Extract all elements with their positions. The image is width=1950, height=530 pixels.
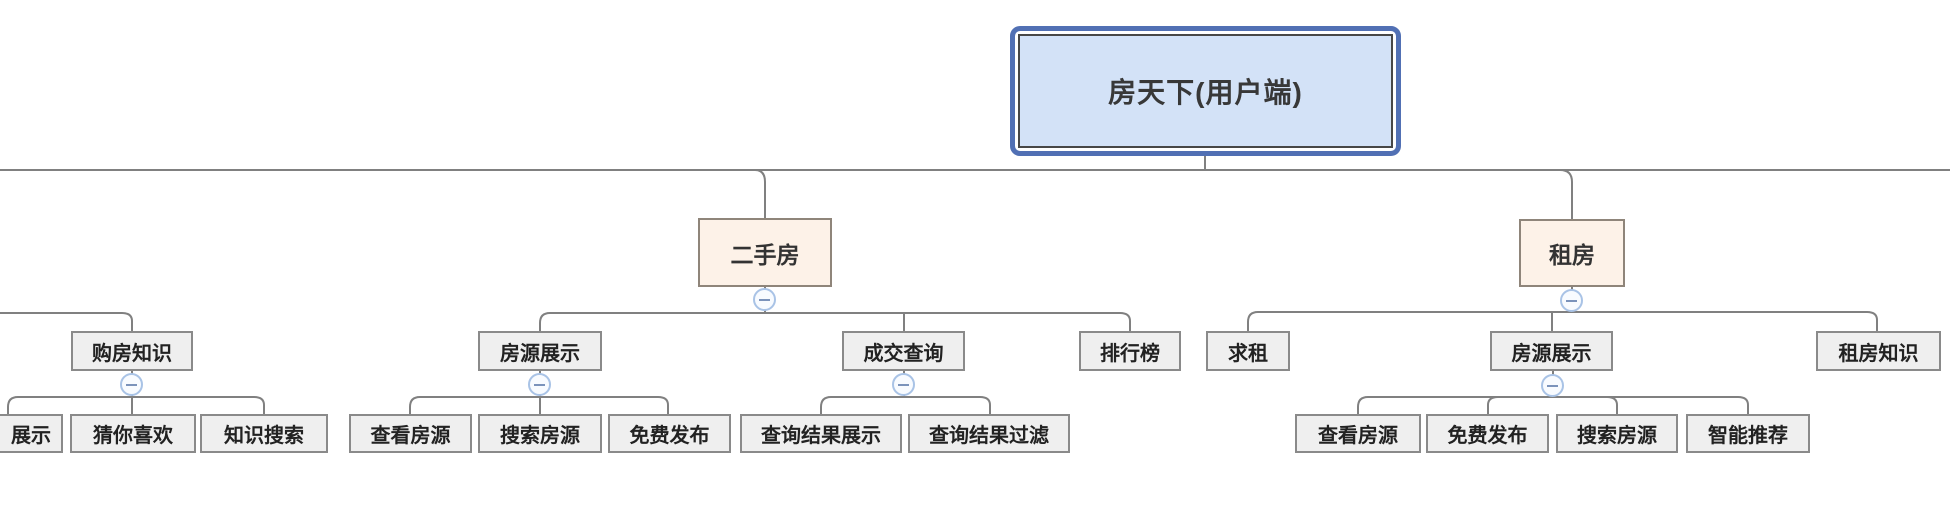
minus-icon xyxy=(759,298,770,301)
topic-rent-free-post[interactable]: 免费发布 xyxy=(1426,414,1549,453)
minus-icon xyxy=(898,383,909,386)
topic-deal-query[interactable]: 成交查询 xyxy=(842,331,965,371)
topic-knowledge-search[interactable]: 知识搜索 xyxy=(200,414,328,453)
topic-knowledge-display-cut[interactable]: 展示 xyxy=(0,414,63,453)
minus-icon xyxy=(126,383,137,386)
topic-root[interactable]: 房天下(用户端) xyxy=(1010,26,1401,156)
topic-guess-you-like[interactable]: 猜你喜欢 xyxy=(70,414,196,453)
minus-icon xyxy=(534,383,545,386)
collapse-minus-badge-secondhand-listing[interactable] xyxy=(528,373,551,396)
topic-query-result-display[interactable]: 查询结果展示 xyxy=(740,414,902,453)
topic-secondhand-search-listing[interactable]: 搜索房源 xyxy=(478,414,602,453)
topic-secondhand-view-listing[interactable]: 查看房源 xyxy=(349,414,472,453)
topic-secondhand-listing-display[interactable]: 房源展示 xyxy=(478,331,602,371)
topic-rent-knowledge[interactable]: 租房知识 xyxy=(1816,331,1941,371)
collapse-minus-badge-rent[interactable] xyxy=(1560,289,1583,312)
topic-rent-listing-display[interactable]: 房源展示 xyxy=(1490,331,1613,371)
topic-query-result-filter[interactable]: 查询结果过滤 xyxy=(908,414,1070,453)
topic-rent-view-listing[interactable]: 查看房源 xyxy=(1295,414,1421,453)
topic-rent[interactable]: 租房 xyxy=(1519,219,1625,287)
topic-smart-recommend[interactable]: 智能推荐 xyxy=(1686,414,1810,453)
minus-icon xyxy=(1547,384,1558,387)
topic-secondhand-free-post[interactable]: 免费发布 xyxy=(608,414,731,453)
topic-rent-seeking[interactable]: 求租 xyxy=(1206,331,1290,371)
collapse-minus-badge-deal-query[interactable] xyxy=(892,373,915,396)
topic-secondhand[interactable]: 二手房 xyxy=(698,218,832,287)
minus-icon xyxy=(1566,299,1577,302)
topic-ranking[interactable]: 排行榜 xyxy=(1079,331,1181,371)
collapse-minus-badge-secondhand[interactable] xyxy=(753,288,776,311)
collapse-minus-badge-rent-listing[interactable] xyxy=(1541,374,1564,397)
topic-root-label: 房天下(用户端) xyxy=(1018,34,1393,148)
topic-buying-knowledge[interactable]: 购房知识 xyxy=(71,331,193,371)
topic-rent-search-listing[interactable]: 搜索房源 xyxy=(1556,414,1678,453)
collapse-minus-badge-buying-knowledge[interactable] xyxy=(120,373,143,396)
